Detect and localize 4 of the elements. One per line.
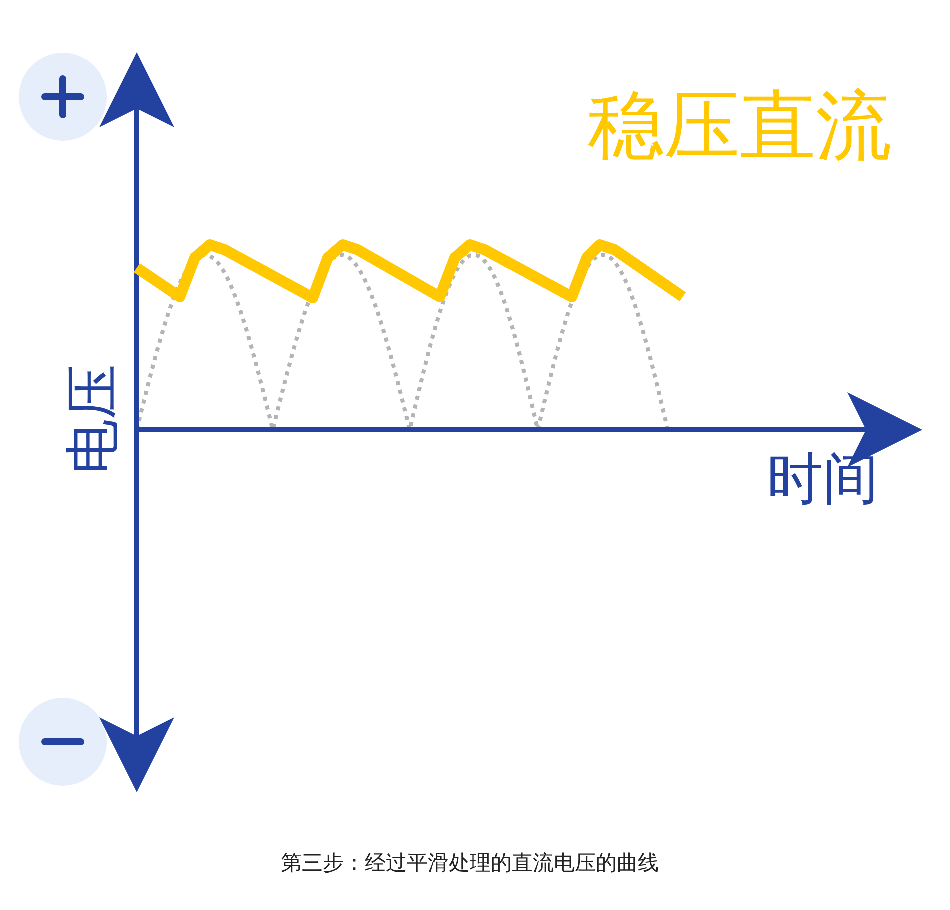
axis-label: 电压 xyxy=(66,364,120,474)
axis-label: 时间 xyxy=(767,452,879,508)
curve-title: 稳压直流 xyxy=(588,88,892,164)
caption: 第三步：经过平滑处理的直流电压的曲线 xyxy=(280,853,660,874)
